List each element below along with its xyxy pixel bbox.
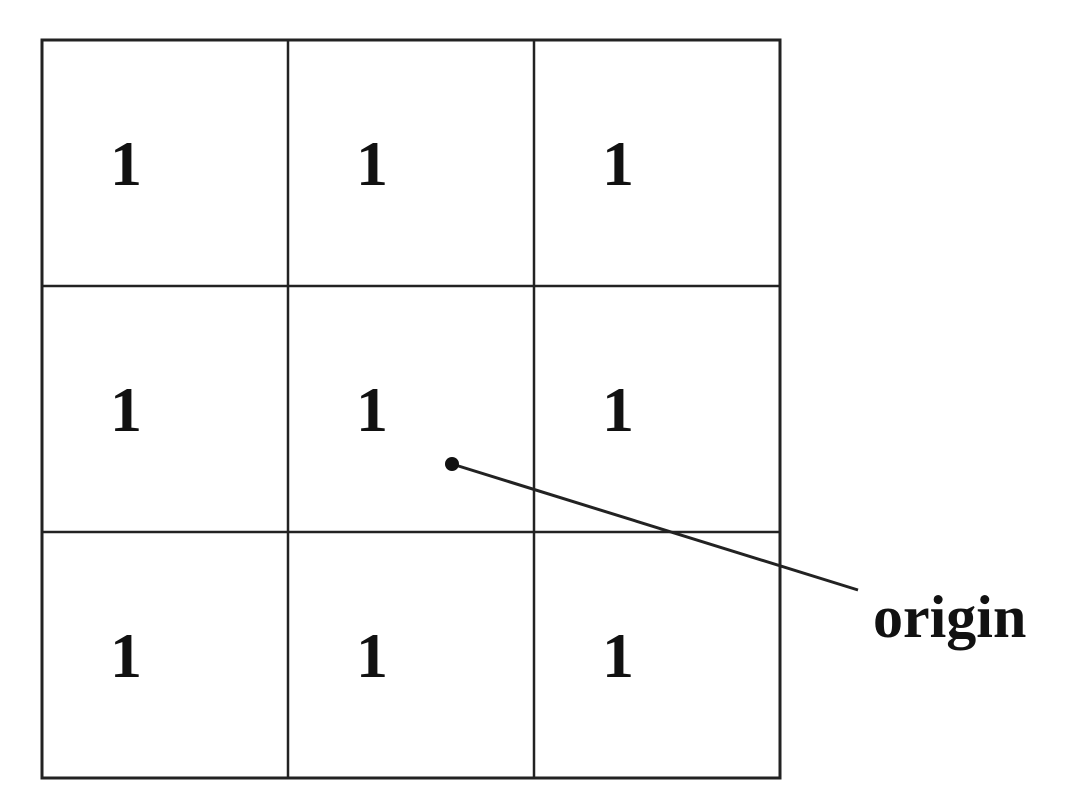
grid-cell-value: 1 xyxy=(602,620,634,691)
grid-cell-value: 1 xyxy=(602,374,634,445)
origin-point xyxy=(445,457,459,471)
grid-cell-value: 1 xyxy=(356,620,388,691)
origin-leader-line xyxy=(451,462,859,592)
grid-cell-value: 1 xyxy=(602,128,634,199)
grid-cell-value: 1 xyxy=(356,128,388,199)
grid-cell-value: 1 xyxy=(110,620,142,691)
grid-cell-value: 1 xyxy=(110,128,142,199)
grid-lines xyxy=(40,38,782,780)
grid-cell-value: 1 xyxy=(110,374,142,445)
cell-labels: 1 1 1 1 1 1 1 1 1 xyxy=(110,128,634,691)
grid-cell-value: 1 xyxy=(356,374,388,445)
grid-border xyxy=(40,38,782,780)
origin-label: origin xyxy=(873,584,1026,650)
